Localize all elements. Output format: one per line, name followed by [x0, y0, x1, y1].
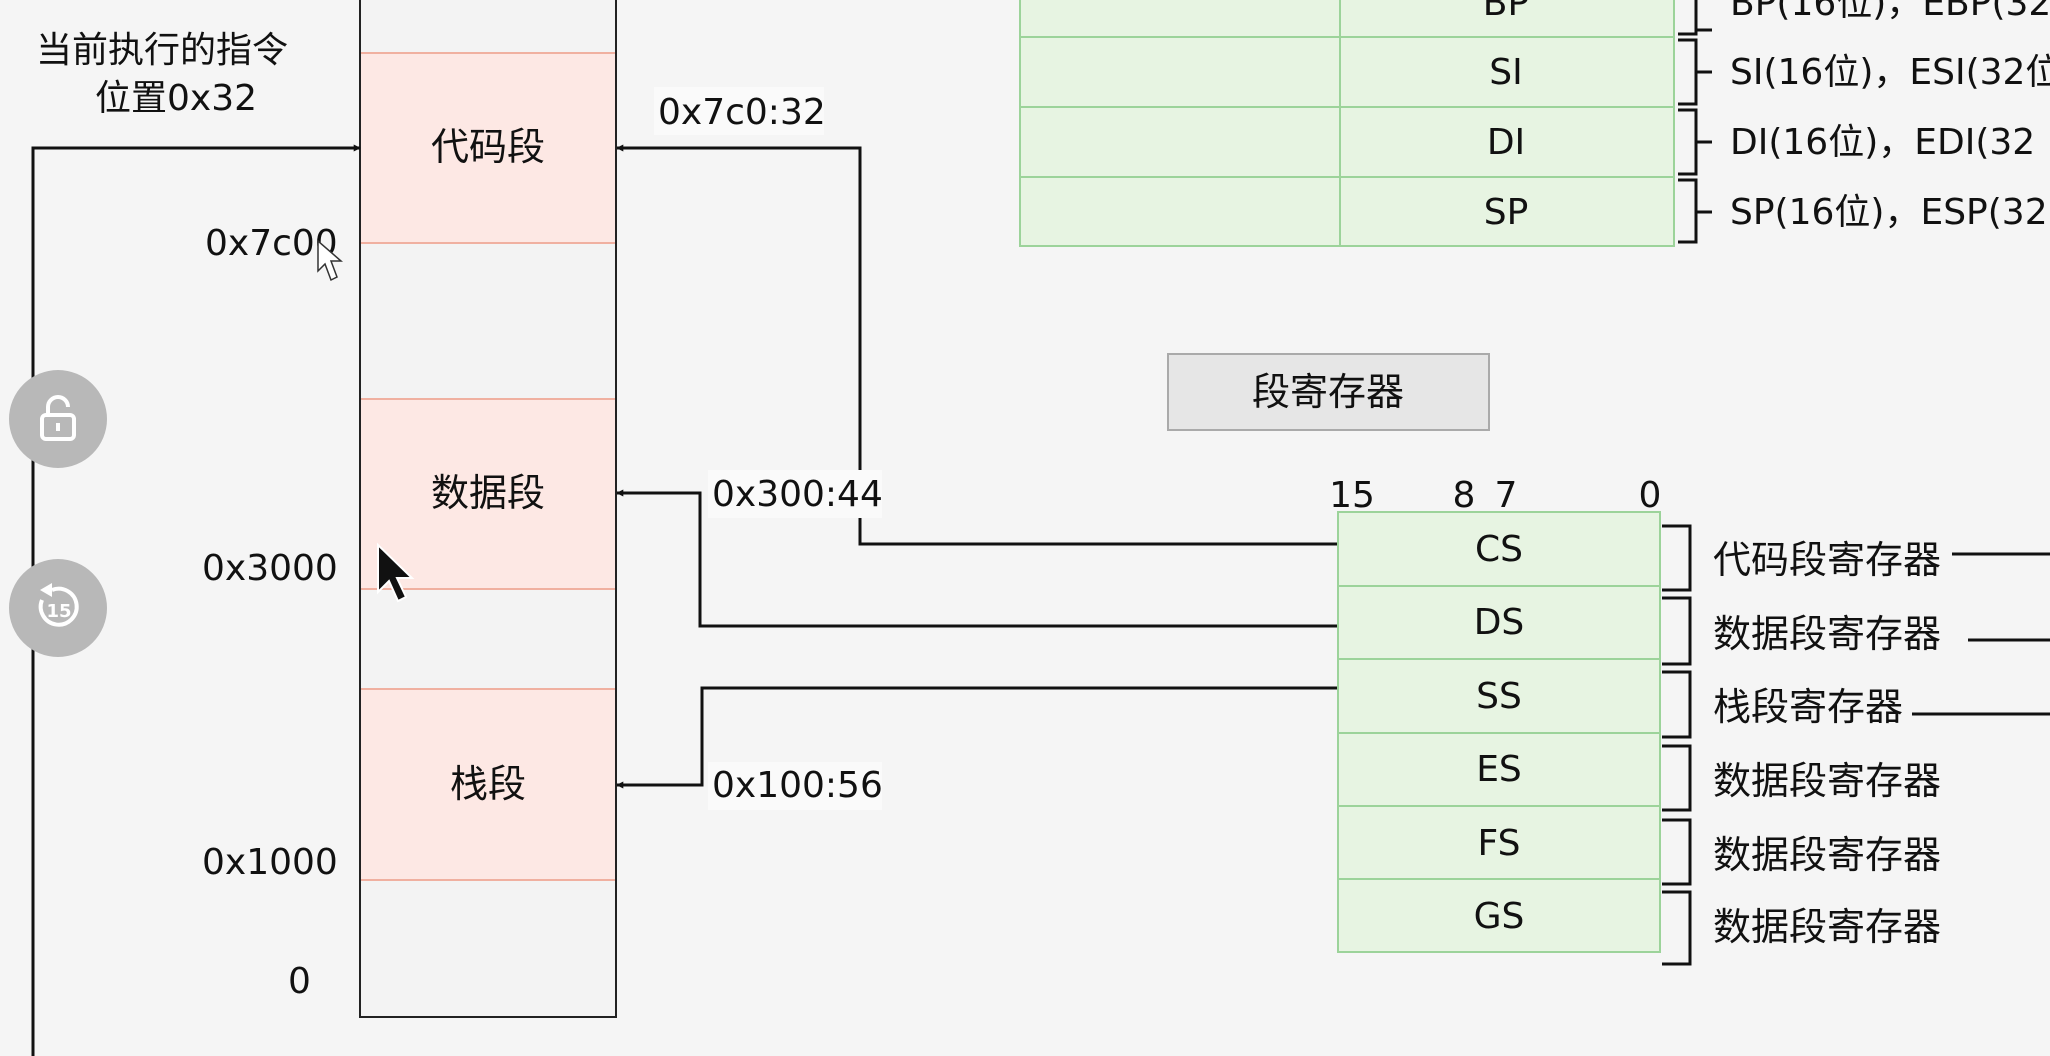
ds-to-data-arrow — [616, 489, 1337, 628]
address-0x3000: 0x3000 — [202, 548, 338, 589]
segment-register-name-es: ES — [1476, 749, 1522, 790]
replay-15-button[interactable]: 15 — [9, 559, 107, 657]
address-0x7c00: 0x7c00 — [205, 223, 338, 264]
gp-register-name-si: SI — [1489, 52, 1522, 93]
general-register-braces — [1678, 0, 1712, 244]
data-segment-label: 数据段 — [431, 471, 545, 515]
data-segment-block — [361, 399, 615, 589]
replay-15-icon: 15 — [38, 583, 79, 627]
cursor-arrow-icon — [377, 542, 415, 603]
segment-register-name-ss: SS — [1476, 676, 1522, 717]
segment-register-desc-ds: 数据段寄存器 — [1713, 612, 1941, 656]
segment-register-name-gs: GS — [1474, 896, 1525, 937]
general-register-table — [1019, 0, 1675, 247]
current-instruction-note-line2: 位置0x32 — [95, 78, 257, 119]
segment-register-title: 段寄存器 — [1252, 370, 1404, 414]
cursor-small-icon — [317, 239, 344, 282]
stack-pointer-label: 0x100:56 — [712, 765, 883, 806]
segment-register-name-fs: FS — [1478, 823, 1521, 864]
segment-register-table — [1337, 511, 1661, 953]
segment-register-desc-es: 数据段寄存器 — [1713, 759, 1941, 803]
stack-segment-block — [361, 689, 615, 880]
replay-15-value: 15 — [46, 601, 71, 622]
address-0x1000: 0x1000 — [202, 842, 338, 883]
instruction-pointer-arrow — [31, 144, 361, 1056]
ss-to-stack-arrow — [616, 686, 1337, 789]
gp-register-desc-sp: SP(16位)，ESP(32 — [1730, 192, 2048, 233]
data-pointer-label: 0x300:44 — [712, 474, 883, 515]
memory-column — [359, 0, 617, 1018]
code-pointer-label: 0x7c0:32 — [658, 92, 826, 133]
segment-register-name-cs: CS — [1475, 529, 1523, 570]
unlock-icon — [40, 395, 76, 441]
gp-register-name-sp: SP — [1484, 192, 1529, 233]
segment-register-desc-ss: 栈段寄存器 — [1713, 685, 1903, 729]
segment-register-desc-cs: 代码段寄存器 — [1713, 538, 1941, 582]
bit-label-8: 8 — [1453, 475, 1476, 516]
gp-register-desc-di: DI(16位)，EDI(32 — [1730, 122, 2035, 163]
gp-register-name-di: DI — [1487, 122, 1525, 163]
segment-register-title-box — [1167, 353, 1490, 431]
gp-register-desc-si: SI(16位)，ESI(32位 — [1730, 52, 2050, 93]
code-segment-label: 代码段 — [431, 125, 545, 169]
stack-segment-label: 栈段 — [450, 762, 526, 806]
segment-register-desc-gs: 数据段寄存器 — [1713, 905, 1941, 949]
gp-register-name-bp: BP — [1483, 0, 1529, 24]
bit-label-7: 7 — [1495, 475, 1518, 516]
code-segment-block — [361, 53, 615, 243]
current-instruction-note-line1: 当前执行的指令 — [36, 30, 288, 71]
segment-register-name-ds: DS — [1474, 602, 1525, 643]
gp-register-desc-bp: BP(16位)，EBP(32 — [1730, 0, 2050, 24]
segment-register-braces — [1662, 524, 1692, 966]
bit-label-15: 15 — [1329, 475, 1375, 516]
cs-to-code-arrow — [616, 144, 1337, 546]
address-0: 0 — [288, 961, 311, 1002]
lock-button[interactable] — [9, 370, 107, 468]
bit-label-0: 0 — [1639, 475, 1662, 516]
segment-register-desc-fs: 数据段寄存器 — [1713, 833, 1941, 877]
